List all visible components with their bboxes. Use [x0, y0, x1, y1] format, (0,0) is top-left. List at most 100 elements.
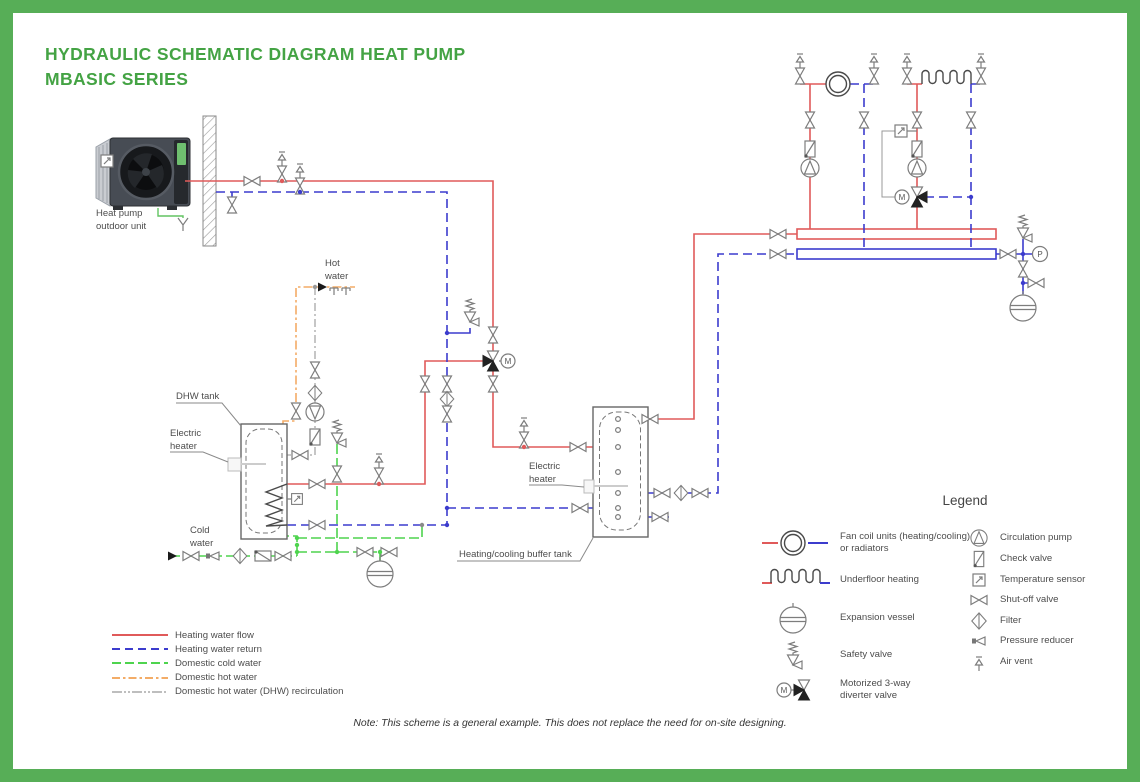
legend-line-domestic-hot: Domestic hot water [112, 672, 258, 684]
note-text: Note: This scheme is a general example. … [353, 718, 787, 729]
shut-off-valve-icon [1027, 277, 1045, 289]
check-valve-icon [803, 140, 816, 159]
circulation-pump-legend-icon [970, 529, 988, 547]
condensate-pipe [157, 208, 184, 218]
shut-off-valve-icon [309, 361, 321, 379]
safety-valve-legend-icon [786, 641, 803, 670]
circulation-pump-icon [800, 158, 820, 178]
check-valve-icon [253, 549, 272, 562]
junction-dots [279, 178, 1026, 555]
legend-line-heating-flow: Heating water flow [112, 629, 254, 641]
safety-valve-icon [1016, 214, 1033, 243]
shut-off-valve-icon [569, 441, 587, 453]
legend-title: Legend [942, 493, 988, 508]
tap-icon [341, 287, 351, 296]
flow-arrow-icon [318, 282, 327, 292]
shut-off-valve-legend-icon [970, 594, 988, 606]
motorized-3-way-valve-icon [910, 186, 928, 208]
motorized-3-way-valve-icon [482, 350, 500, 372]
title-line-1: HYDRAULIC SCHEMATIC DIAGRAM HEAT PUMP [45, 44, 466, 64]
air-vent-icon [977, 54, 986, 84]
buffer-tank [583, 406, 649, 538]
shut-off-valve-icon [308, 478, 326, 490]
filter-icon [673, 484, 689, 502]
safety-valve-icon [330, 419, 347, 448]
condensate-funnel-icon [177, 217, 189, 232]
shut-off-valve-icon [911, 111, 923, 129]
dhw-tank-label: DHW tank [176, 391, 220, 402]
pressure-reducer-icon [205, 551, 220, 561]
air-vent-icon [296, 164, 305, 194]
motorized-3-way-valve-legend-icon [776, 679, 811, 701]
shut-off-valve-icon [243, 175, 261, 187]
filter-legend-icon [971, 612, 987, 630]
legend-item-air-vent: Air vent [968, 652, 1033, 672]
legend-line-dhw-recirculation: Domestic hot water (DHW) recirculation [112, 686, 344, 698]
expansion-vessel-icon [1009, 290, 1037, 322]
heat-pump-outdoor-unit [95, 137, 191, 232]
air-vent-icon [796, 54, 805, 84]
air-vent-icon [870, 54, 879, 84]
shut-off-valve-icon [331, 465, 343, 483]
line-legend: Heating water flow Heating water return … [112, 628, 343, 699]
dhw-electric-heater-label: Electric [170, 428, 201, 439]
expansion-vessel-icon [366, 556, 394, 588]
air-vent-icon [520, 418, 529, 448]
legend-item-fan-coil: Fan coil units (heating/cooling) or radi… [762, 524, 992, 562]
shut-off-valve-icon [274, 550, 292, 562]
dhw-temperature-sensor-icon [291, 493, 303, 505]
legend-item-motorized-valve: Motorized 3-way diverter valve [762, 672, 992, 708]
heat-pump-label: Heat pump [96, 208, 142, 219]
shut-off-valve-icon [308, 519, 326, 531]
title-line-2: MBASIC SERIES [45, 68, 189, 89]
blue-manifold [796, 248, 997, 260]
temperature-sensor-icon [894, 124, 908, 138]
flow-arrow-icon [168, 551, 177, 561]
legend-item-check-valve: Check valve [968, 549, 1052, 569]
shut-off-valve-icon [804, 111, 816, 129]
drain-valve-icon [226, 196, 238, 214]
svg-text:heater: heater [170, 441, 197, 452]
buffer-tank-ports [614, 416, 621, 520]
fan-coil-legend-icon [762, 530, 828, 556]
shut-off-valve-icon [291, 449, 309, 461]
filter-icon [439, 390, 455, 408]
svg-text:outdoor unit: outdoor unit [96, 221, 147, 232]
hot-water-label: Hot [325, 258, 340, 269]
check-valve-icon [308, 428, 321, 447]
circulation-pump-icon [305, 402, 325, 422]
shut-off-valve-icon [858, 111, 870, 129]
shut-off-valve-icon [571, 502, 589, 514]
legend-item-pressure-reducer: Pressure reducer [968, 631, 1074, 651]
filter-icon [232, 547, 248, 565]
circulation-pump-icon [907, 158, 927, 178]
dhw-tank [227, 423, 303, 540]
dhw-electric-heater [227, 457, 242, 472]
pressure-reducer-legend-icon [971, 636, 986, 646]
shut-off-valve-icon [441, 375, 453, 393]
motor-icon [500, 353, 516, 369]
shut-off-valve-icon [641, 413, 659, 425]
legend-line-heating-return: Heating water return [112, 643, 262, 655]
dhw-recirculation-pipes [287, 287, 316, 456]
svg-text:water: water [189, 538, 213, 549]
diagram-labels: Heat pump outdoor unit Hot water DHW tan… [96, 208, 594, 562]
heat-pump-badge [177, 143, 186, 165]
svg-text:water: water [324, 271, 348, 282]
temperature-sensor-legend-icon [972, 573, 986, 587]
buffer-electric-heater-label: Electric [529, 461, 560, 472]
shut-off-valve-icon [651, 511, 669, 523]
check-valve-icon [910, 140, 923, 159]
shut-off-valve-icon [965, 111, 977, 129]
shut-off-valve-icon [356, 546, 374, 558]
underfloor-heating-legend-icon [762, 568, 830, 584]
legend-item-filter: Filter [968, 611, 1021, 631]
shut-off-valve-icon [290, 402, 302, 420]
shut-off-valve-icon [487, 326, 499, 344]
legend-item-safety-valve: Safety valve [762, 638, 992, 672]
shut-off-valve-icon [769, 248, 787, 260]
shut-off-valve-icon [487, 375, 499, 393]
buffer-electric-heater [583, 479, 595, 494]
legend-item-shut-off-valve: Shut-off valve [968, 590, 1059, 610]
